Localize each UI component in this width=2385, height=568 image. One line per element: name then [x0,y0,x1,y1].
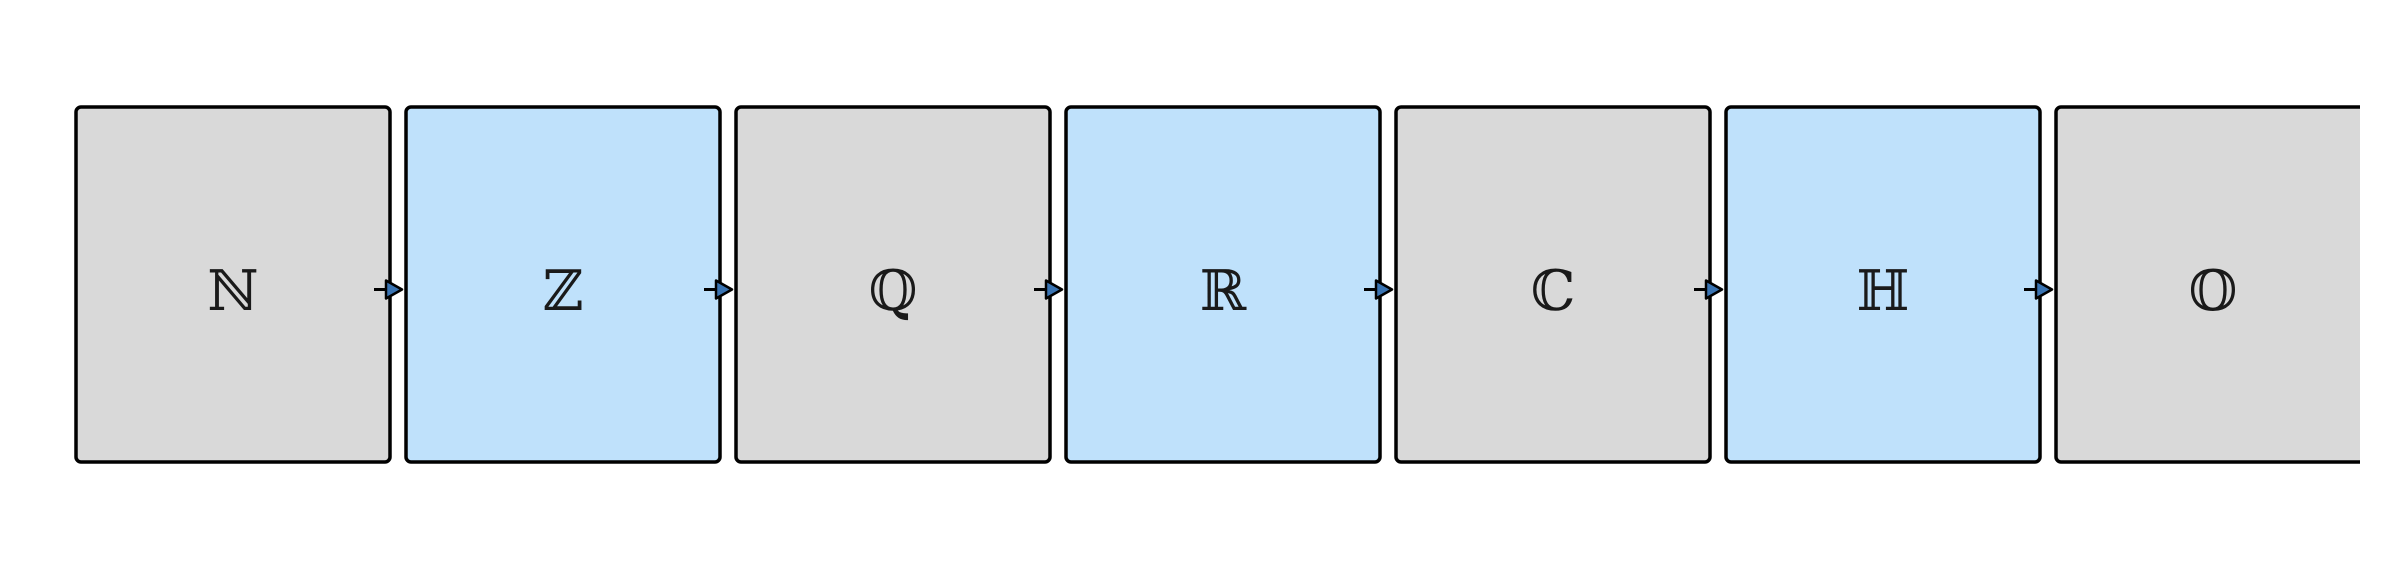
box-7-shape [2054,105,2360,464]
box-3-label: ℚ [869,259,918,324]
arrow-4-head [1374,279,1394,300]
box-7: 𝕆 [2054,105,2360,464]
arrow-1-head [384,279,404,300]
box-1-label: ℕ [207,259,258,324]
arrow-3-head [1044,279,1064,300]
box-4-label: ℝ [1200,259,1248,324]
arrow-5 [1694,279,1724,300]
arrow-6-head [2034,279,2054,300]
arrow-5-head [1704,279,1724,300]
box-3: ℚ [734,105,1052,464]
box-1: ℕ [74,105,392,464]
box-5: ℂ [1394,105,1712,464]
arrow-3 [1034,279,1064,300]
box-2: ℤ [404,105,722,464]
box-6-label: ℍ [1857,259,1910,324]
box-6: ℍ [1724,105,2042,464]
arrow-6 [2024,279,2054,300]
box-7-label: 𝕆 [2189,259,2238,324]
arrow-2 [704,279,734,300]
box-4: ℝ [1064,105,1382,464]
box-2-label: ℤ [543,259,584,324]
box-5-label: ℂ [1531,259,1576,324]
arrow-2-head [714,279,734,300]
arrow-1 [374,279,404,300]
arrow-4 [1364,279,1394,300]
